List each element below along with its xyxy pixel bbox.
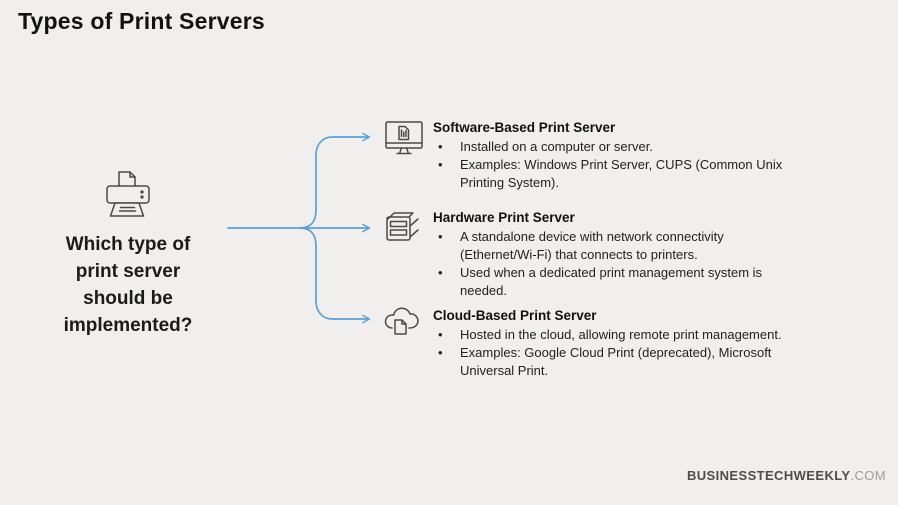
branch-bullets: A standalone device with network connect… — [433, 228, 853, 300]
software-branch: Software-Based Print Server Installed on… — [433, 119, 853, 192]
footer-brand: BUSINESSTECHWEEKLY.COM — [687, 468, 886, 483]
branch-title: Hardware Print Server — [433, 210, 575, 225]
bullet-item: Examples: Windows Print Server, CUPS (Co… — [433, 156, 853, 192]
bullet-item: Installed on a computer or server. — [433, 138, 853, 156]
printer-icon — [98, 165, 158, 223]
cloud-branch: Cloud-Based Print Server Hosted in the c… — [433, 307, 853, 380]
question-line: implemented? — [63, 315, 193, 336]
question-line: print server — [75, 261, 181, 282]
question-line: Which type of — [65, 234, 191, 255]
branch-arrows — [222, 120, 392, 345]
bullet-item: Used when a dedicated print management s… — [433, 264, 853, 300]
question-text: Which type of print server should be imp… — [20, 231, 236, 339]
cloud-document-icon — [382, 303, 422, 343]
page-title: Types of Print Servers — [18, 8, 265, 34]
branch-title: Software-Based Print Server — [433, 120, 616, 135]
branch-title: Cloud-Based Print Server — [433, 308, 597, 323]
footer-brand-name: BUSINESSTECHWEEKLY — [686, 468, 851, 483]
branch-bullets: Hosted in the cloud, allowing remote pri… — [433, 326, 853, 380]
branch-bullets: Installed on a computer or server. Examp… — [433, 138, 853, 192]
footer-brand-tld: .COM — [850, 468, 886, 483]
bullet-item: Examples: Google Cloud Print (deprecated… — [433, 344, 853, 380]
bullet-item: A standalone device with network connect… — [433, 228, 853, 264]
question-line: should be — [83, 288, 173, 309]
hardware-device-icon — [383, 207, 423, 245]
hardware-branch: Hardware Print Server A standalone devic… — [433, 209, 853, 300]
software-monitor-icon — [384, 120, 424, 159]
bullet-item: Hosted in the cloud, allowing remote pri… — [433, 326, 853, 344]
